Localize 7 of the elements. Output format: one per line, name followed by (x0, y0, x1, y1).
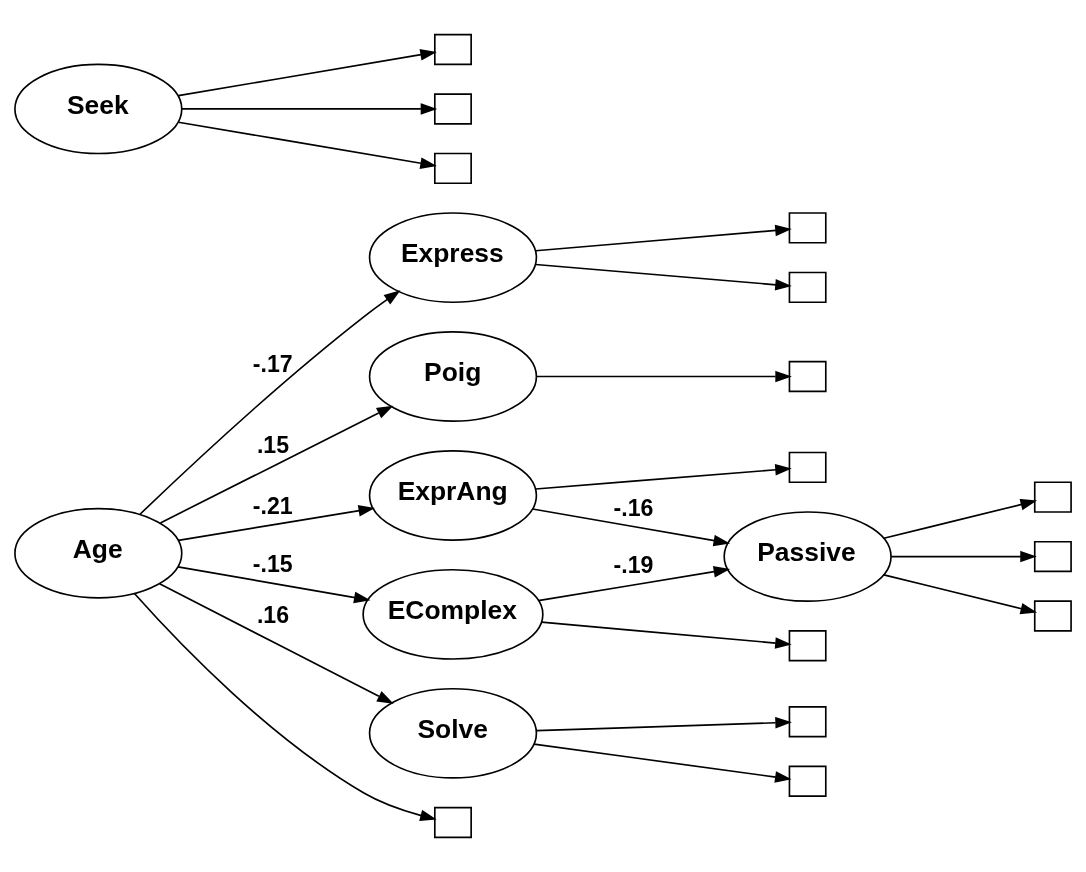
edge-label: -.19 (613, 552, 654, 579)
edge-label: .15 (256, 431, 290, 458)
edge-label: -.21 (252, 492, 293, 519)
edge-label: -.15 (252, 550, 293, 577)
edge-label: .16 (256, 601, 290, 628)
edge-label: -.16 (613, 494, 654, 521)
edge-label: -.17 (252, 350, 293, 377)
